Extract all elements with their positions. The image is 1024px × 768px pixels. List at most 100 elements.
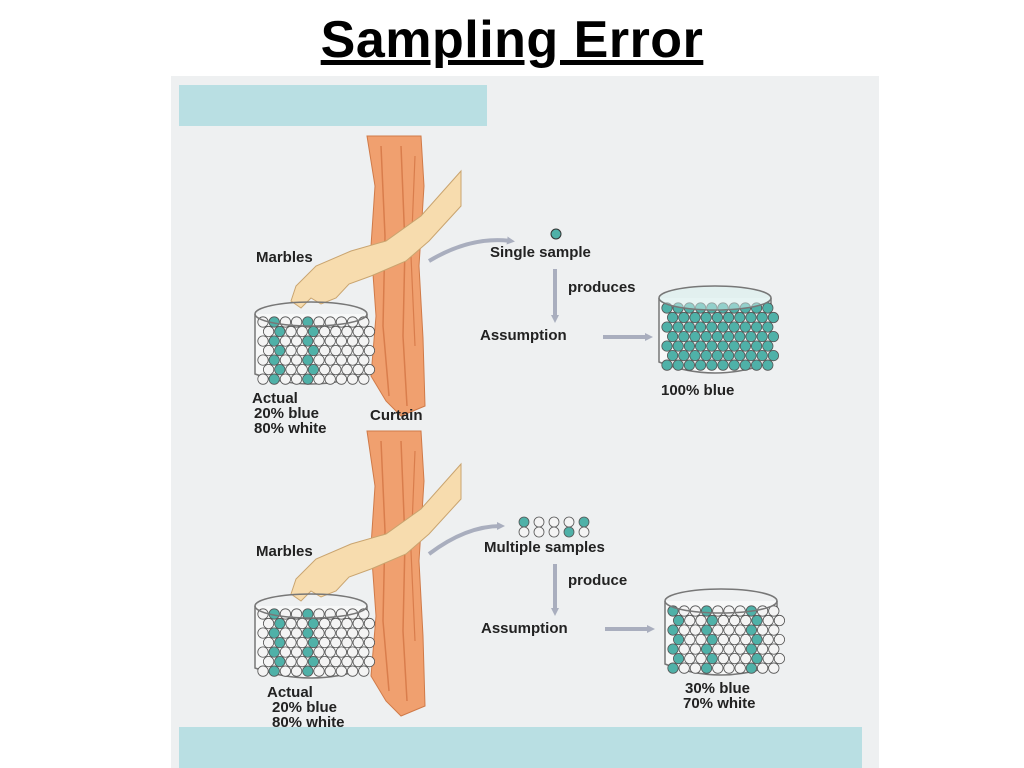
- jar-marble: [756, 330, 768, 343]
- jar-marble: [740, 633, 752, 646]
- jar-marble: [728, 614, 741, 627]
- jar-marble: [347, 665, 359, 677]
- bottom-sample-label: Multiple samples: [484, 539, 605, 556]
- jar-marble: [319, 325, 331, 338]
- jar-marble: [268, 627, 280, 639]
- jar-marble: [717, 614, 730, 627]
- jar-marble: [335, 627, 347, 639]
- jar-marble: [352, 344, 364, 357]
- bottom-result-jar: [664, 588, 786, 676]
- jar-marble: [335, 335, 347, 347]
- jar-marble: [335, 608, 347, 620]
- jar-marble: [268, 373, 280, 385]
- jar-marble: [678, 311, 690, 324]
- jar-marble: [324, 627, 336, 639]
- jar-marble: [330, 344, 342, 357]
- jar-marble: [745, 662, 758, 674]
- top-sample-label: Single sample: [490, 244, 591, 261]
- top-curtain-label: Curtain: [370, 407, 423, 424]
- top-actual-white: 80% white: [254, 420, 327, 437]
- sample-marble: [548, 516, 560, 528]
- jar-marble: [279, 665, 292, 677]
- jar-marble: [324, 354, 336, 366]
- jar-marble: [341, 325, 353, 338]
- jar-marble: [723, 605, 735, 617]
- jar-marble: [751, 633, 763, 646]
- jar-marble: [291, 608, 303, 620]
- jar-marble: [285, 636, 297, 649]
- jar-marble: [728, 321, 740, 333]
- jar-marble: [672, 614, 685, 627]
- jar-marble: [363, 325, 375, 338]
- jar-marble: [296, 363, 308, 376]
- jar-marble: [291, 646, 303, 658]
- jar-marble: [723, 662, 735, 674]
- jar-marble: [257, 373, 269, 385]
- jar-marble: [756, 624, 769, 636]
- diagram-panel: Marbles Actual 20% blue 80% white Curtai…: [171, 76, 879, 768]
- jar-marble: [341, 363, 353, 376]
- jar-marble: [717, 652, 730, 665]
- jar-marble: [341, 617, 353, 630]
- jar-marble: [712, 662, 724, 674]
- jar-marble: [363, 344, 375, 357]
- jar-marble: [684, 633, 696, 646]
- jar-marble: [711, 349, 724, 362]
- jar-marble: [728, 340, 740, 352]
- jar-marble: [268, 335, 280, 347]
- jar-marble: [279, 335, 292, 347]
- jar-marble: [285, 617, 297, 630]
- jar-marble: [672, 340, 684, 352]
- jar-marble: [661, 321, 673, 333]
- jar-marble: [734, 311, 746, 324]
- jar-marble: [722, 349, 735, 362]
- jar-marble: [767, 349, 780, 362]
- jar-marble: [302, 665, 314, 677]
- jar-marble: [672, 652, 685, 665]
- jar-marble: [268, 665, 280, 677]
- jar-marble: [762, 633, 774, 646]
- jar-marble: [689, 311, 701, 324]
- jar-marble: [313, 354, 325, 366]
- sample-marble: [533, 516, 545, 528]
- jar-marble: [263, 325, 275, 338]
- jar-marble: [711, 330, 724, 343]
- top-result-label: 100% blue: [661, 382, 735, 399]
- jar-marble: [678, 349, 690, 362]
- jar-marble: [734, 330, 746, 343]
- jar-marble: [734, 624, 746, 636]
- jar-marble: [307, 636, 319, 649]
- jar-marble: [750, 340, 763, 352]
- sample-marble: [518, 516, 530, 528]
- jar-marble: [667, 643, 679, 655]
- jar-marble: [274, 363, 286, 376]
- bottom-result-line1: 30% blue: [685, 680, 751, 697]
- jar-marble: [335, 354, 347, 366]
- bottom-curtain: [366, 430, 426, 717]
- jar-marble: [700, 643, 713, 655]
- jar-marble: [302, 373, 314, 385]
- jar-marble: [695, 652, 707, 665]
- jar-marble: [745, 311, 757, 324]
- jar-marble: [363, 636, 375, 649]
- jar-marble: [313, 608, 325, 620]
- bottom-result-line2: 70% white: [683, 695, 756, 712]
- jar-marble: [274, 655, 286, 668]
- jar-marble: [756, 311, 768, 324]
- jar-marble: [700, 311, 712, 324]
- jar-marble: [341, 636, 353, 649]
- jar-marble: [268, 646, 280, 658]
- jar-marble: [274, 325, 286, 338]
- bottom-actual-white: 80% white: [272, 714, 345, 731]
- jar-marble: [717, 340, 729, 352]
- jar-marble: [717, 359, 729, 371]
- sample-marble: [578, 516, 590, 528]
- jar-marble: [341, 344, 353, 357]
- sampling-diagram: [254, 135, 786, 717]
- jar-marble: [307, 363, 319, 376]
- jar-marble: [263, 363, 275, 376]
- jar-marble: [734, 662, 746, 674]
- jar-marble: [717, 633, 730, 646]
- jar-marble: [330, 636, 342, 649]
- jar-marble: [279, 354, 292, 366]
